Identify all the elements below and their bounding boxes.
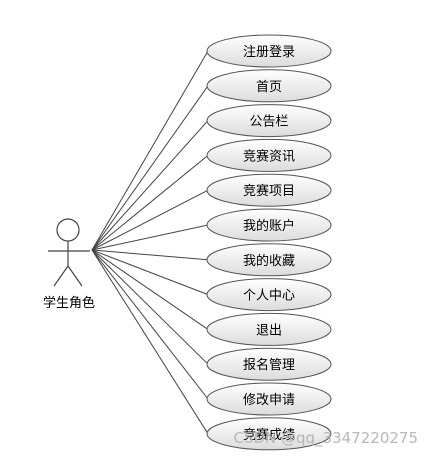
association-line	[91, 155, 209, 251]
use-case-ellipse	[206, 382, 332, 416]
use-case: 竞赛项目	[206, 173, 332, 207]
use-case: 我的收藏	[206, 243, 332, 277]
use-case-ellipse	[206, 104, 332, 138]
association-line	[91, 249, 209, 296]
use-case-label: 竞赛资讯	[243, 148, 295, 164]
use-case: 首页	[206, 69, 332, 103]
use-case: 个人中心	[206, 278, 332, 312]
use-case: 报名管理	[206, 347, 332, 381]
association-line	[91, 249, 209, 365]
use-case-ellipse	[206, 69, 332, 103]
use-case-ellipse	[206, 138, 332, 172]
use-case-label: 我的收藏	[243, 253, 295, 269]
association-line	[91, 120, 209, 251]
use-case-label: 个人中心	[243, 289, 295, 304]
use-case-ellipse	[206, 208, 332, 242]
use-case: 竞赛成绩	[206, 417, 332, 451]
use-case-label: 退出	[256, 323, 282, 338]
use-case-label: 首页	[256, 80, 282, 95]
use-case-label: 我的账户	[243, 218, 295, 234]
use-case-label: 报名管理	[243, 357, 295, 373]
use-case-ellipse	[206, 243, 332, 277]
use-case-ellipse	[206, 417, 332, 451]
association-line	[91, 224, 209, 251]
association-line	[91, 189, 209, 251]
use-case: 注册登录	[206, 34, 332, 68]
use-case: 退出	[206, 312, 332, 346]
use-case-label: 注册登录	[243, 45, 295, 60]
use-case-ellipse	[206, 347, 332, 381]
actor: 学生角色	[43, 218, 95, 311]
association-line	[91, 85, 209, 251]
association-line	[91, 249, 209, 261]
use-case-ellipse	[206, 278, 332, 312]
stick-figure-actor-icon	[48, 218, 90, 287]
association-line	[91, 50, 209, 251]
use-case-label: 竞赛成绩	[243, 427, 295, 443]
use-case-label: 竞赛项目	[243, 183, 295, 199]
use-case-list: 注册登录首页公告栏竞赛资讯竞赛项目我的账户我的收藏个人中心退出报名管理修改申请竞…	[206, 34, 332, 451]
actor-label: 学生角色	[43, 295, 95, 311]
association-line	[91, 249, 209, 330]
association-lines	[91, 50, 209, 435]
use-case: 竞赛资讯	[206, 138, 332, 172]
use-case-ellipse	[206, 173, 332, 207]
use-case: 公告栏	[206, 104, 332, 138]
use-case-label: 修改申请	[243, 393, 295, 408]
use-case-ellipse	[206, 312, 332, 346]
use-case-label: 公告栏	[249, 115, 288, 130]
association-line	[91, 249, 209, 400]
use-case-ellipse	[206, 34, 332, 68]
use-case: 我的账户	[206, 208, 332, 242]
use-case: 修改申请	[206, 382, 332, 416]
watermark: CSDN @qq_3347220275	[233, 429, 418, 448]
association-line	[91, 249, 209, 435]
